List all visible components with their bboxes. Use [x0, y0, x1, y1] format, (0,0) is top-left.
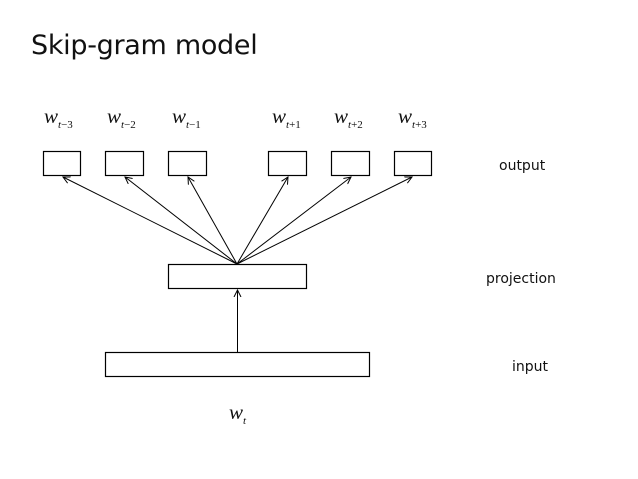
input-layer-label: input	[512, 359, 549, 375]
output-box-t-minus-3	[42, 150, 82, 177]
arrow-to-t-minus-2	[125, 177, 238, 265]
input-word-label: wt	[229, 400, 247, 427]
output-word-label-t-plus-1: wt+1	[272, 104, 301, 131]
arrow-to-t-minus-3	[63, 177, 238, 265]
arrow-to-t-minus-1	[188, 177, 238, 265]
arrow-to-t-plus-2	[236, 177, 351, 265]
output-word-label-t-minus-2: wt−2	[107, 104, 136, 131]
output-box-t-minus-1	[167, 150, 208, 177]
output-word-label-t-minus-1: wt−1	[172, 104, 201, 131]
output-box-t-plus-1	[267, 150, 308, 177]
output-word-label-t-plus-3: wt+3	[398, 104, 427, 131]
slide-title: Skip-gram model	[31, 30, 258, 61]
output-box-t-plus-2	[330, 150, 371, 177]
projection-box	[167, 263, 308, 290]
output-box-t-plus-3	[393, 150, 433, 177]
output-word-label-t-plus-2: wt+2	[334, 104, 363, 131]
output-layer-label: output	[499, 158, 546, 174]
input-box	[104, 351, 371, 378]
output-word-label-t-minus-3: wt−3	[44, 104, 73, 131]
arrow-to-t-plus-3	[236, 177, 412, 265]
output-box-t-minus-2	[104, 150, 145, 177]
arrow-to-t-plus-1	[236, 177, 288, 265]
projection-layer-label: projection	[486, 271, 556, 287]
